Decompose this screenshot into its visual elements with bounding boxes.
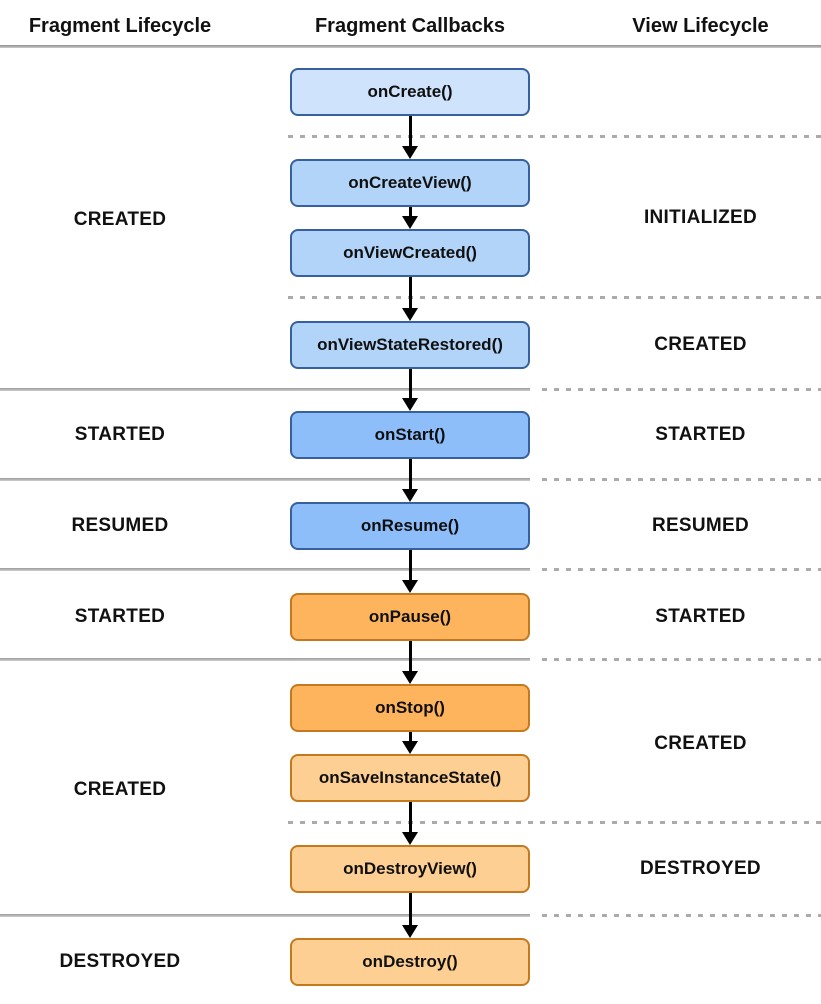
dashed-divider: [542, 478, 821, 481]
dashed-divider: [542, 914, 821, 917]
down-arrow-icon: [402, 802, 418, 845]
down-arrow-icon: [402, 459, 418, 502]
view-state-destroyed: DESTROYED: [640, 858, 761, 879]
fragment-state-started-2: STARTED: [74, 606, 166, 627]
header-divider-line: [0, 45, 821, 48]
down-arrow-icon: [402, 893, 418, 938]
view-state-created-2: CREATED: [654, 733, 747, 754]
fragment-state-destroyed: DESTROYED: [59, 951, 181, 972]
callback-box-onviewcreated: onViewCreated(): [290, 229, 530, 277]
down-arrow-icon: [402, 277, 418, 321]
down-arrow-icon: [402, 732, 418, 754]
callback-box-ondestroyview: onDestroyView(): [290, 845, 530, 893]
view-state-created: CREATED: [654, 334, 747, 355]
callback-box-onpause: onPause(): [290, 593, 530, 641]
fragment-state-created-2: CREATED: [73, 779, 167, 800]
dashed-divider: [288, 135, 821, 138]
fragment-state-created: CREATED: [73, 209, 167, 230]
callback-box-onresume: onResume(): [290, 502, 530, 550]
down-arrow-icon: [402, 550, 418, 593]
solid-divider: [0, 658, 530, 661]
down-arrow-icon: [402, 369, 418, 411]
dashed-divider: [542, 568, 821, 571]
view-state-resumed: RESUMED: [651, 515, 750, 536]
solid-divider: [0, 388, 530, 391]
view-state-started: STARTED: [655, 424, 746, 445]
view-state-initialized: INITIALIZED: [643, 207, 758, 228]
down-arrow-icon: [402, 641, 418, 684]
solid-divider: [0, 914, 530, 917]
solid-divider: [0, 568, 530, 571]
callback-box-onstart: onStart(): [290, 411, 530, 459]
callback-box-onsaveinstancestate: onSaveInstanceState(): [290, 754, 530, 802]
fragment-state-resumed: RESUMED: [71, 515, 169, 536]
callback-box-onviewstaterestored: onViewStateRestored(): [290, 321, 530, 369]
dashed-divider: [288, 296, 821, 299]
dashed-divider: [542, 658, 821, 661]
callback-box-oncreate: onCreate(): [290, 68, 530, 116]
callback-box-onstop: onStop(): [290, 684, 530, 732]
callback-box-ondestroy: onDestroy(): [290, 938, 530, 986]
down-arrow-icon: [402, 116, 418, 159]
solid-divider: [0, 478, 530, 481]
down-arrow-icon: [402, 207, 418, 229]
dashed-divider: [542, 388, 821, 391]
callback-box-oncreateview: onCreateView(): [290, 159, 530, 207]
dashed-divider: [288, 821, 821, 824]
view-state-started-2: STARTED: [655, 606, 746, 627]
column-header-view-lifecycle: View Lifecycle: [632, 15, 769, 37]
column-header-fragment-lifecycle: Fragment Lifecycle: [28, 15, 212, 37]
column-header-fragment-callbacks: Fragment Callbacks: [314, 15, 506, 37]
fragment-state-started: STARTED: [74, 424, 166, 445]
